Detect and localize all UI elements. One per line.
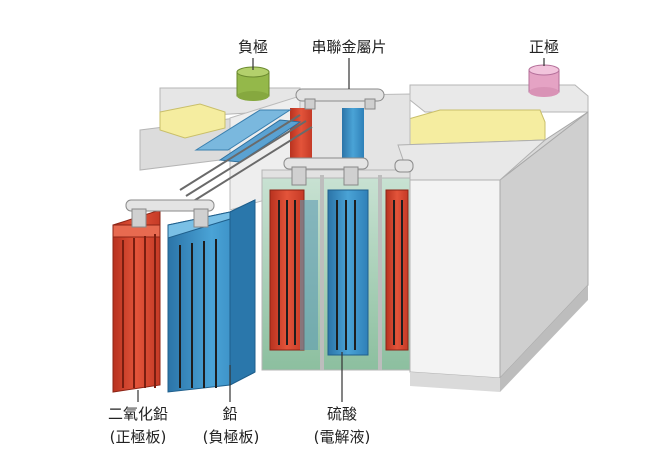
positive-plate-front [112, 209, 161, 393]
negative-plate-front [167, 199, 256, 393]
label-series-connector: 串聯金屬片 [311, 38, 387, 56]
right-label-pad [397, 109, 546, 146]
label-electrolyte: (電解液) [313, 428, 371, 446]
positive-terminal [528, 64, 560, 97]
front-connector-bar [125, 199, 215, 228]
label-lead: 鉛 [222, 405, 238, 423]
label-negative-plate: (負極板) [202, 428, 260, 446]
left-label-pad [159, 103, 226, 139]
label-negative-terminal: 負極 [237, 38, 268, 56]
inner-cells [179, 93, 411, 211]
leader-lines [137, 58, 545, 402]
label-lead-dioxide: 二氧化鉛 [107, 405, 168, 423]
label-sulfuric-acid: 硫酸 [326, 405, 357, 423]
label-positive-terminal: 正極 [528, 38, 559, 56]
label-positive-plate: (正極板) [109, 428, 167, 446]
negative-terminal [236, 66, 270, 101]
series-connector-bar [295, 88, 385, 110]
battery-casing [397, 110, 589, 392]
electrolyte-cells [261, 157, 414, 371]
